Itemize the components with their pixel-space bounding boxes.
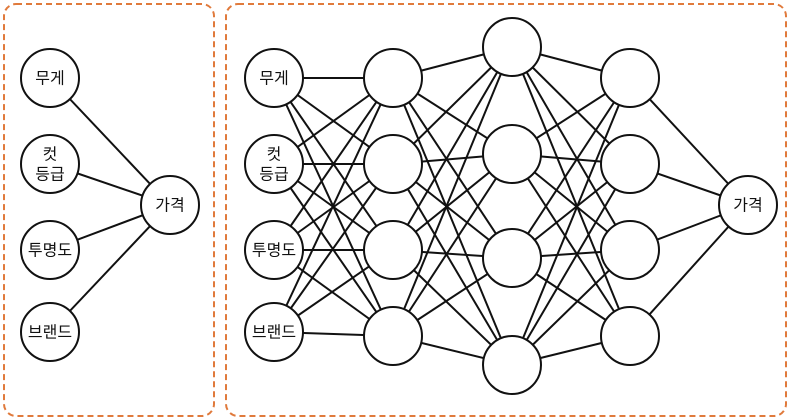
deep-model-panel — [225, 3, 787, 417]
hidden-node-circle — [363, 220, 423, 280]
simple-input-node-label: 컷 — [43, 145, 58, 164]
hidden-node — [363, 220, 423, 280]
deep-input-node: 브랜드 — [244, 302, 304, 362]
simple-input-node: 컷등급 — [20, 134, 80, 194]
hidden-node — [600, 220, 660, 280]
hidden-node — [482, 228, 542, 288]
deep-edge — [511, 46, 631, 337]
deep-edge — [273, 77, 394, 251]
simple-input-node-label: 브랜드 — [28, 323, 72, 342]
deep-edge — [273, 77, 394, 333]
hidden-node-circle — [482, 124, 542, 184]
deep-edge — [511, 153, 631, 337]
hidden-node — [482, 335, 542, 395]
simple-input-node: 투명도 — [20, 220, 80, 280]
deep-edge — [392, 46, 513, 251]
hidden-node-circle — [363, 48, 423, 108]
hidden-node-circle — [482, 335, 542, 395]
deep-input-node-circle — [244, 134, 304, 194]
simple-input-node-circle — [20, 220, 80, 280]
simple-input-node: 무게 — [20, 48, 80, 108]
hidden-node — [600, 134, 660, 194]
simple-input-node-label: 무게 — [35, 69, 64, 88]
hidden-node-circle — [482, 17, 542, 77]
deep-input-node: 무게 — [244, 48, 304, 108]
deep-input-node: 투명도 — [244, 220, 304, 280]
deep-edge — [392, 153, 513, 337]
hidden-node-circle — [363, 306, 423, 366]
deep-edge — [273, 163, 394, 333]
deep-input-node: 컷등급 — [244, 134, 304, 194]
deep-output-node-circle — [718, 175, 778, 235]
deep-edge — [511, 77, 631, 259]
simple-output-node-label: 가격 — [155, 196, 184, 215]
hidden-node — [600, 306, 660, 366]
deep-edge — [392, 46, 513, 337]
deep-output-node: 가격 — [718, 175, 778, 235]
deep-input-node-label: 컷 — [267, 145, 282, 164]
hidden-node — [482, 17, 542, 77]
deep-edge — [511, 46, 631, 251]
simple-input-node-circle — [20, 134, 80, 194]
hidden-node-circle — [600, 48, 660, 108]
hidden-node-circle — [600, 134, 660, 194]
deep-input-node-circle — [244, 220, 304, 280]
hidden-node-circle — [482, 228, 542, 288]
hidden-node-circle — [363, 134, 423, 194]
deep-input-node-label: 투명도 — [252, 241, 296, 260]
hidden-node — [482, 124, 542, 184]
simple-input-node-label: 투명도 — [28, 241, 72, 260]
deep-edge — [392, 163, 513, 366]
deep-input-node-label: 무게 — [259, 69, 288, 88]
hidden-node — [363, 306, 423, 366]
hidden-node-circle — [600, 220, 660, 280]
deep-edge — [511, 163, 631, 366]
simple-input-node-circle — [20, 302, 80, 362]
deep-input-node-label: 브랜드 — [252, 323, 296, 342]
hidden-node — [600, 48, 660, 108]
hidden-node-circle — [600, 306, 660, 366]
simple-input-node-circle — [20, 48, 80, 108]
deep-input-node-circle — [244, 48, 304, 108]
deep-output-node-label: 가격 — [733, 196, 762, 215]
hidden-node — [363, 48, 423, 108]
simple-output-node: 가격 — [140, 175, 200, 235]
deep-input-node-label: 등급 — [259, 165, 288, 184]
hidden-node — [363, 134, 423, 194]
simple-input-node: 브랜드 — [20, 302, 80, 362]
deep-input-node-circle — [244, 302, 304, 362]
deep-edge — [392, 77, 513, 259]
deep-edge — [392, 77, 513, 366]
deep-edge — [511, 77, 631, 366]
simple-input-node-label: 등급 — [35, 165, 64, 184]
simple-output-node-circle — [140, 175, 200, 235]
simple-model-panel — [3, 3, 215, 417]
